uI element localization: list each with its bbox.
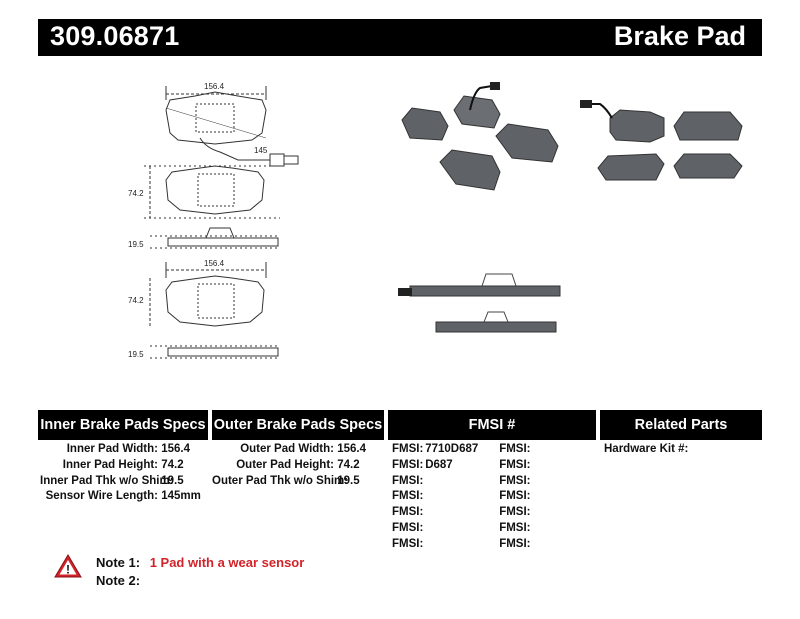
spec-label: Inner Pad Height: (62, 458, 158, 471)
fmsi-value: D687 (425, 458, 453, 471)
spec-label: Inner Pad Thk w/o Shim: (40, 474, 174, 487)
outer-specs-title: Outer Brake Pads Specs (213, 417, 383, 433)
pad-side-drawing-2 (150, 345, 280, 359)
hardware-kit-row: Hardware Kit #: (604, 442, 688, 458)
note-1: Note 1: 1 Pad with a wear sensor (96, 555, 304, 570)
fmsi-label: FMSI: (392, 537, 424, 550)
note-2: Note 2: (96, 573, 140, 588)
spec-value: 74.2 (161, 458, 184, 471)
outer-pad-drawing (149, 262, 267, 328)
pad-side-photo (398, 273, 561, 333)
dim-sensor: 145 (254, 146, 268, 155)
fmsi-label: FMSI: (392, 458, 424, 471)
related-parts-list: Hardware Kit #: (604, 442, 688, 458)
fmsi-label: FMSI: (499, 474, 531, 487)
inner-pad-drawing (165, 86, 299, 167)
fmsi-label: FMSI: (392, 443, 424, 455)
spec-value: 145mm (161, 490, 201, 503)
spec-row: Outer Pad Width: 156.4 (212, 442, 366, 458)
dim-height-1: 74.2 (128, 189, 144, 198)
spec-label: Outer Pad Height: (236, 458, 334, 471)
spec-value: 156.4 (161, 443, 190, 455)
related-title: Related Parts (634, 417, 728, 433)
fmsi-value: 7710D687 (425, 443, 479, 455)
fmsi-label: FMSI: (392, 490, 424, 503)
title-bar: 309.06871 Brake Pad (38, 19, 762, 56)
fmsi-row: FMSI: FMSI: (392, 505, 533, 521)
fmsi-label: FMSI: (499, 521, 531, 534)
outer-specs-header: Outer Brake Pads Specs (212, 410, 384, 440)
spec-value: 19.5 (161, 474, 184, 487)
warning-icon: ! (54, 554, 82, 578)
note-2-label: Note 2: (96, 573, 141, 588)
fmsi-title: FMSI # (468, 417, 516, 433)
product-drawing: 156.4 145 74.2 19.5 156.4 74.2 19.5 (128, 82, 743, 359)
dim-thickness-1: 19.5 (128, 240, 144, 249)
inner-specs-title: Inner Brake Pads Specs (40, 417, 206, 433)
fmsi-row: FMSI: FMSI: (392, 489, 533, 505)
spec-row: Inner Pad Thk w/o Shim: 19.5 (40, 474, 201, 490)
fmsi-label: FMSI: (499, 443, 531, 455)
spec-row: Outer Pad Thk w/o Shim: 19.5 (212, 474, 366, 490)
fmsi-value (425, 474, 499, 490)
spec-label: Sensor Wire Length: (45, 490, 158, 503)
spec-label: Outer Pad Width: (240, 443, 334, 455)
dim-thickness-2: 19.5 (128, 350, 144, 359)
dim-height-2: 74.2 (128, 296, 144, 305)
spec-label: Outer Pad Thk w/o Shim: (212, 474, 349, 487)
warning-icon-mark: ! (66, 563, 70, 577)
dim-width-top: 156.4 (204, 82, 225, 91)
inner-specs-list: Inner Pad Width: 156.4 Inner Pad Height:… (40, 442, 201, 505)
hardware-kit-label: Hardware Kit #: (604, 443, 689, 455)
spec-label: Inner Pad Width: (66, 443, 158, 455)
pad-side-drawing-1 (150, 227, 280, 249)
spec-value: 156.4 (337, 443, 366, 455)
outer-specs-list: Outer Pad Width: 156.4 Outer Pad Height:… (212, 442, 366, 489)
fmsi-value (425, 521, 499, 537)
spec-row: Inner Pad Height: 74.2 (40, 458, 201, 474)
product-type: Brake Pad (613, 21, 746, 51)
spec-row: Sensor Wire Length: 145mm (40, 489, 201, 505)
spec-row: Inner Pad Width: 156.4 (40, 442, 201, 458)
pad-photo-set-1 (401, 82, 559, 191)
fmsi-header: FMSI # (388, 410, 596, 440)
fmsi-value (425, 489, 499, 505)
pad-photo-set-2 (580, 100, 743, 181)
fmsi-label: FMSI: (392, 521, 424, 534)
inner-specs-header: Inner Brake Pads Specs (38, 410, 208, 440)
pad-front-drawing (144, 165, 280, 219)
fmsi-label: FMSI: (499, 537, 531, 550)
dim-width-2: 156.4 (204, 259, 225, 268)
fmsi-value (425, 505, 499, 521)
fmsi-label: FMSI: (499, 458, 531, 471)
note-1-text: 1 Pad with a wear sensor (149, 555, 305, 570)
part-number: 309.06871 (50, 21, 180, 51)
fmsi-label: FMSI: (499, 490, 531, 503)
spec-value: 19.5 (337, 474, 360, 487)
spec-row: Outer Pad Height: 74.2 (212, 458, 366, 474)
fmsi-label: FMSI: (499, 506, 531, 519)
fmsi-row: FMSI: FMSI: (392, 537, 533, 553)
fmsi-label: FMSI: (392, 506, 424, 519)
fmsi-value (425, 537, 499, 553)
fmsi-row: FMSI: FMSI: (392, 474, 533, 490)
related-header: Related Parts (600, 410, 762, 440)
note-1-label: Note 1: (96, 555, 141, 570)
fmsi-row: FMSI: FMSI: (392, 521, 533, 537)
fmsi-label: FMSI: (392, 474, 424, 487)
spec-value: 74.2 (337, 458, 360, 471)
